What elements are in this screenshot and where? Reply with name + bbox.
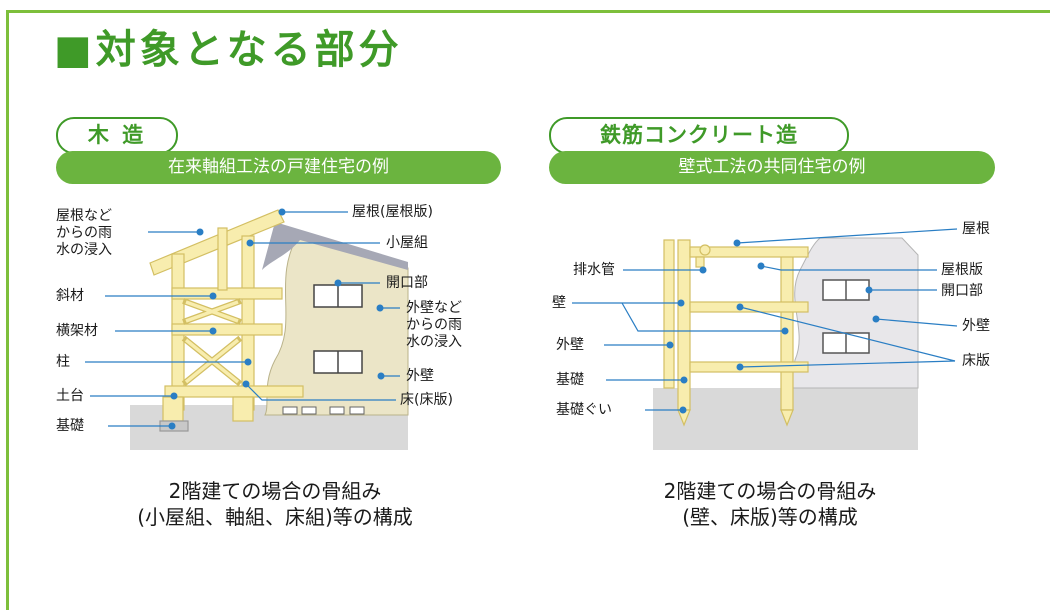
page-frame — [6, 10, 1050, 610]
wood-roof-strut — [217, 227, 228, 291]
page-title: ■対象となる部分 — [54, 27, 403, 73]
rc-wall-left — [677, 239, 691, 411]
rc-subtitle: 壁式工法の共同住宅の例 — [549, 151, 995, 184]
wood-sill-beam — [164, 385, 304, 398]
wood-leader-lines — [85, 211, 400, 427]
rc-label-floor-slab: 床版 — [962, 353, 990, 369]
rc-label-roof-slab: 屋根版 — [941, 262, 983, 278]
wood-caption-line1: 2階建ての場合の骨組み — [168, 479, 382, 503]
wood-label-wall-rain: 外壁など からの雨 水の浸入 — [406, 300, 462, 350]
wood-type-label: 木 造 — [56, 117, 178, 154]
wood-frame — [149, 209, 304, 432]
rc-drain-head — [699, 244, 711, 256]
wood-label-column: 柱 — [56, 354, 70, 370]
wood-braces-inner — [184, 300, 240, 384]
wood-label-roof-frame: 小屋組 — [386, 235, 428, 251]
rc-label-foundation: 基礎 — [556, 372, 584, 388]
wood-foot-mid — [232, 396, 254, 422]
wood-label-foundation: 基礎 — [56, 418, 84, 434]
wood-label-opening: 開口部 — [386, 275, 428, 291]
wood-caption: 2階建ての場合の骨組み (小屋組、軸組、床組)等の構成 — [60, 478, 490, 530]
rc-floor-slab-upper — [689, 301, 809, 313]
wood-exterior-wall — [264, 231, 409, 416]
rc-building-drawing — [653, 237, 919, 450]
wood-braces — [181, 298, 243, 387]
wood-leader-dots — [168, 208, 385, 430]
wood-label-exterior-wall: 外壁 — [406, 368, 434, 384]
rc-leader-dots — [666, 239, 880, 414]
wood-foot-left — [162, 396, 184, 422]
wood-subtitle: 在来軸組工法の戸建住宅の例 — [56, 151, 501, 184]
rc-label-opening: 開口部 — [941, 283, 983, 299]
wood-label-roof-rain: 屋根など からの雨 水の浸入 — [56, 208, 112, 258]
rc-caption: 2階建ての場合の骨組み (壁、床版)等の構成 — [560, 478, 980, 530]
wood-label-floor: 床(床版) — [400, 392, 453, 408]
wood-label-roof: 屋根(屋根版) — [352, 204, 433, 220]
wood-roof-slab — [262, 222, 408, 270]
wood-vents — [282, 406, 365, 415]
wood-label-diagonal: 斜材 — [56, 288, 84, 304]
rc-leader-lines — [572, 228, 958, 411]
rc-label-exterior-wall-right: 外壁 — [962, 318, 990, 334]
wood-label-beam: 横架材 — [56, 323, 98, 339]
rc-label-pile: 基礎ぐい — [556, 402, 612, 418]
wood-house-drawing — [130, 209, 409, 450]
rc-wall-outer — [663, 239, 675, 389]
rc-drain-pipe — [695, 256, 705, 268]
rc-roof-slab — [689, 246, 809, 258]
rc-label-wall: 壁 — [552, 295, 566, 311]
wood-windows — [313, 284, 363, 374]
rc-type-label: 鉄筋コンクリート造 — [549, 117, 849, 154]
rc-label-roof: 屋根 — [962, 221, 990, 237]
wood-caption-line2: (小屋組、軸組、床組)等の構成 — [137, 505, 413, 529]
diagram-illustration — [85, 208, 958, 450]
rc-caption-line1: 2階建ての場合の骨組み — [663, 479, 877, 503]
rc-pile-tip-right — [780, 409, 794, 427]
wood-label-sill: 土台 — [56, 388, 84, 404]
rc-label-drain-pipe: 排水管 — [573, 262, 615, 278]
rc-label-exterior-wall-left: 外壁 — [556, 337, 584, 353]
wood-beam-middle — [171, 323, 283, 336]
rc-caption-line2: (壁、床版)等の構成 — [682, 505, 858, 529]
